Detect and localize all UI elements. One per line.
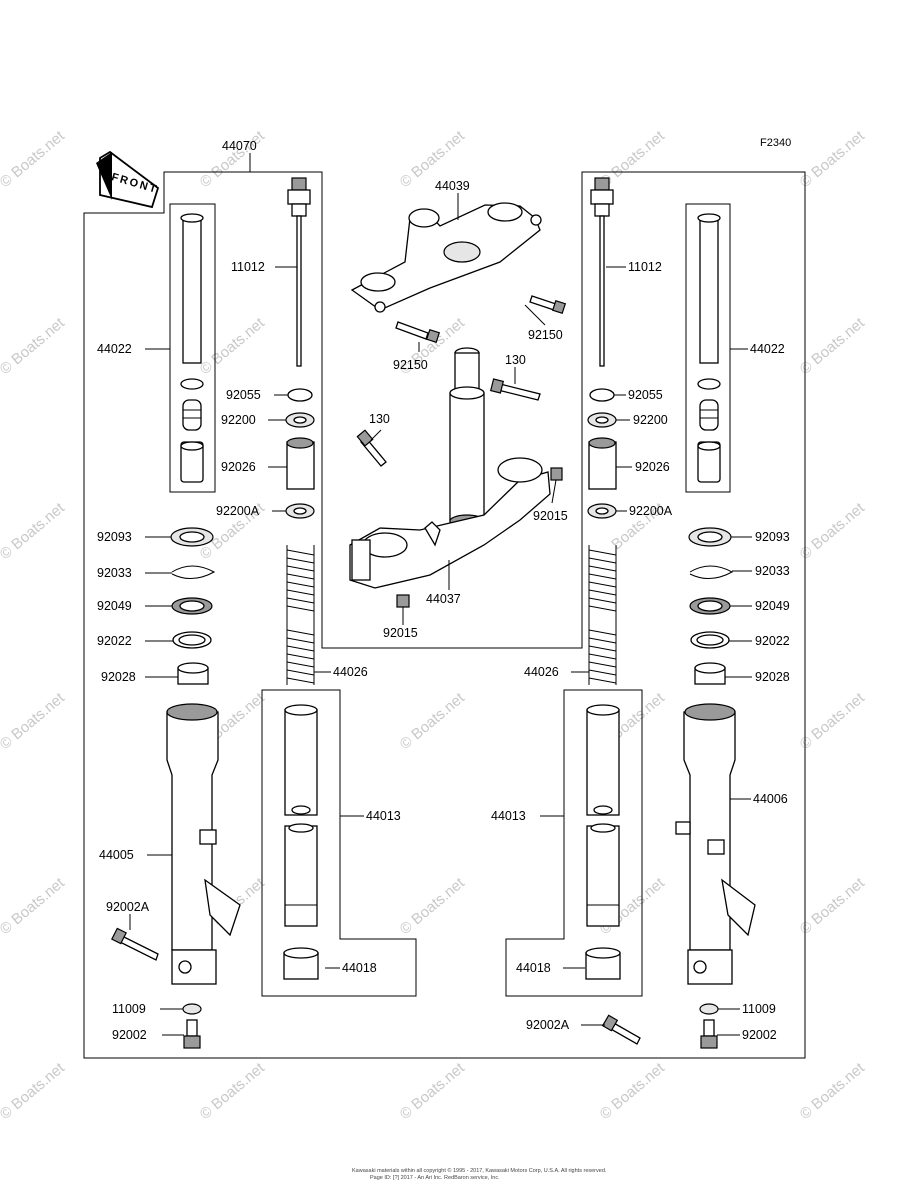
label-92049-left: 92049 <box>97 599 132 613</box>
label-92002A-right: 92002A <box>526 1018 570 1032</box>
group-box-44013-right <box>505 689 643 997</box>
watermark: © Boats.net <box>797 1059 869 1123</box>
part-number-labels: 44070 44039 11012 11012 44022 44022 9215… <box>97 139 790 1042</box>
label-92200-left: 92200 <box>221 413 256 427</box>
label-92055-right: 92055 <box>628 388 663 402</box>
watermark: © Boats.net <box>0 874 68 938</box>
label-92200A-left: 92200A <box>216 504 260 518</box>
label-130-b: 130 <box>369 412 390 426</box>
label-92002A-left: 92002A <box>106 900 150 914</box>
assembly-outline <box>83 171 806 1059</box>
watermark: © Boats.net <box>0 689 68 753</box>
label-44039: 44039 <box>435 179 470 193</box>
label-92022-right: 92022 <box>755 634 790 648</box>
label-92055-left: 92055 <box>226 388 261 402</box>
label-44022-left: 44022 <box>97 342 132 356</box>
label-92028-left: 92028 <box>101 670 136 684</box>
label-92015-b: 92015 <box>383 626 418 640</box>
label-92002-right: 92002 <box>742 1028 777 1042</box>
right-fork-parts <box>587 177 756 1049</box>
label-92049-right: 92049 <box>755 599 790 613</box>
label-44018-right: 44018 <box>516 961 551 975</box>
group-box-44013-left <box>261 689 417 997</box>
watermark: © Boats.net <box>797 689 869 753</box>
label-44070: 44070 <box>222 139 257 153</box>
label-92002-left: 92002 <box>112 1028 147 1042</box>
label-92150-b: 92150 <box>393 358 428 372</box>
label-92033-right: 92033 <box>755 564 790 578</box>
inner-tube-parts <box>283 704 621 980</box>
left-fork-parts <box>111 177 315 1049</box>
label-11012-right: 11012 <box>628 260 662 274</box>
label-92026-right: 92026 <box>635 460 670 474</box>
label-11009-right: 11009 <box>742 1002 776 1016</box>
label-44013-right: 44013 <box>491 809 526 823</box>
steering-stem-parts <box>349 202 567 608</box>
label-11009-left: 11009 <box>112 1002 146 1016</box>
watermark: © Boats.net <box>0 499 68 563</box>
label-44026-left: 44026 <box>333 665 368 679</box>
label-92028-right: 92028 <box>755 670 790 684</box>
label-44018-left: 44018 <box>342 961 377 975</box>
label-92093-left: 92093 <box>97 530 132 544</box>
watermark: © Boats.net <box>0 314 68 378</box>
label-92022-left: 92022 <box>97 634 132 648</box>
watermark: © Boats.net <box>397 689 469 753</box>
leader-lines <box>129 153 752 1036</box>
label-44013-left: 44013 <box>366 809 401 823</box>
footer-page-id: Page ID: [?] 2017 - An Ari Inc. RedBaron… <box>370 1175 500 1181</box>
label-92150-a: 92150 <box>528 328 563 342</box>
watermark: © Boats.net <box>0 1059 68 1123</box>
watermark: © Boats.net <box>797 499 869 563</box>
front-arrow: FRONT <box>96 150 159 209</box>
watermark: © Boats.net <box>197 1059 269 1123</box>
watermark: © Boats.net <box>797 874 869 938</box>
watermark: © Boats.net <box>397 874 469 938</box>
label-92200-right: 92200 <box>633 413 668 427</box>
footer-copyright: Kawasaki materials within all copyright … <box>352 1167 607 1174</box>
label-44005: 44005 <box>99 848 134 862</box>
label-92200A-right: 92200A <box>629 504 673 518</box>
watermark: © Boats.net <box>0 127 68 191</box>
figure-code: F2340 <box>760 137 791 149</box>
watermark: © Boats.net <box>197 314 269 378</box>
watermark: © Boats.net <box>797 314 869 378</box>
watermark: © Boats.net <box>397 1059 469 1123</box>
label-92026-left: 92026 <box>221 460 256 474</box>
group-box-44022-right <box>685 203 731 493</box>
label-44022-right: 44022 <box>750 342 785 356</box>
watermark: © Boats.net <box>597 1059 669 1123</box>
label-92015-a: 92015 <box>533 509 568 523</box>
label-44037: 44037 <box>426 592 461 606</box>
label-44006: 44006 <box>753 792 788 806</box>
label-92093-right: 92093 <box>755 530 790 544</box>
label-11012-left: 11012 <box>231 260 265 274</box>
watermark: © Boats.net <box>797 127 869 191</box>
label-92033-left: 92033 <box>97 566 132 580</box>
label-44026-right: 44026 <box>524 665 559 679</box>
label-130-a: 130 <box>505 353 526 367</box>
watermark: © Boats.net <box>197 127 269 191</box>
group-box-44022-left <box>169 203 216 493</box>
